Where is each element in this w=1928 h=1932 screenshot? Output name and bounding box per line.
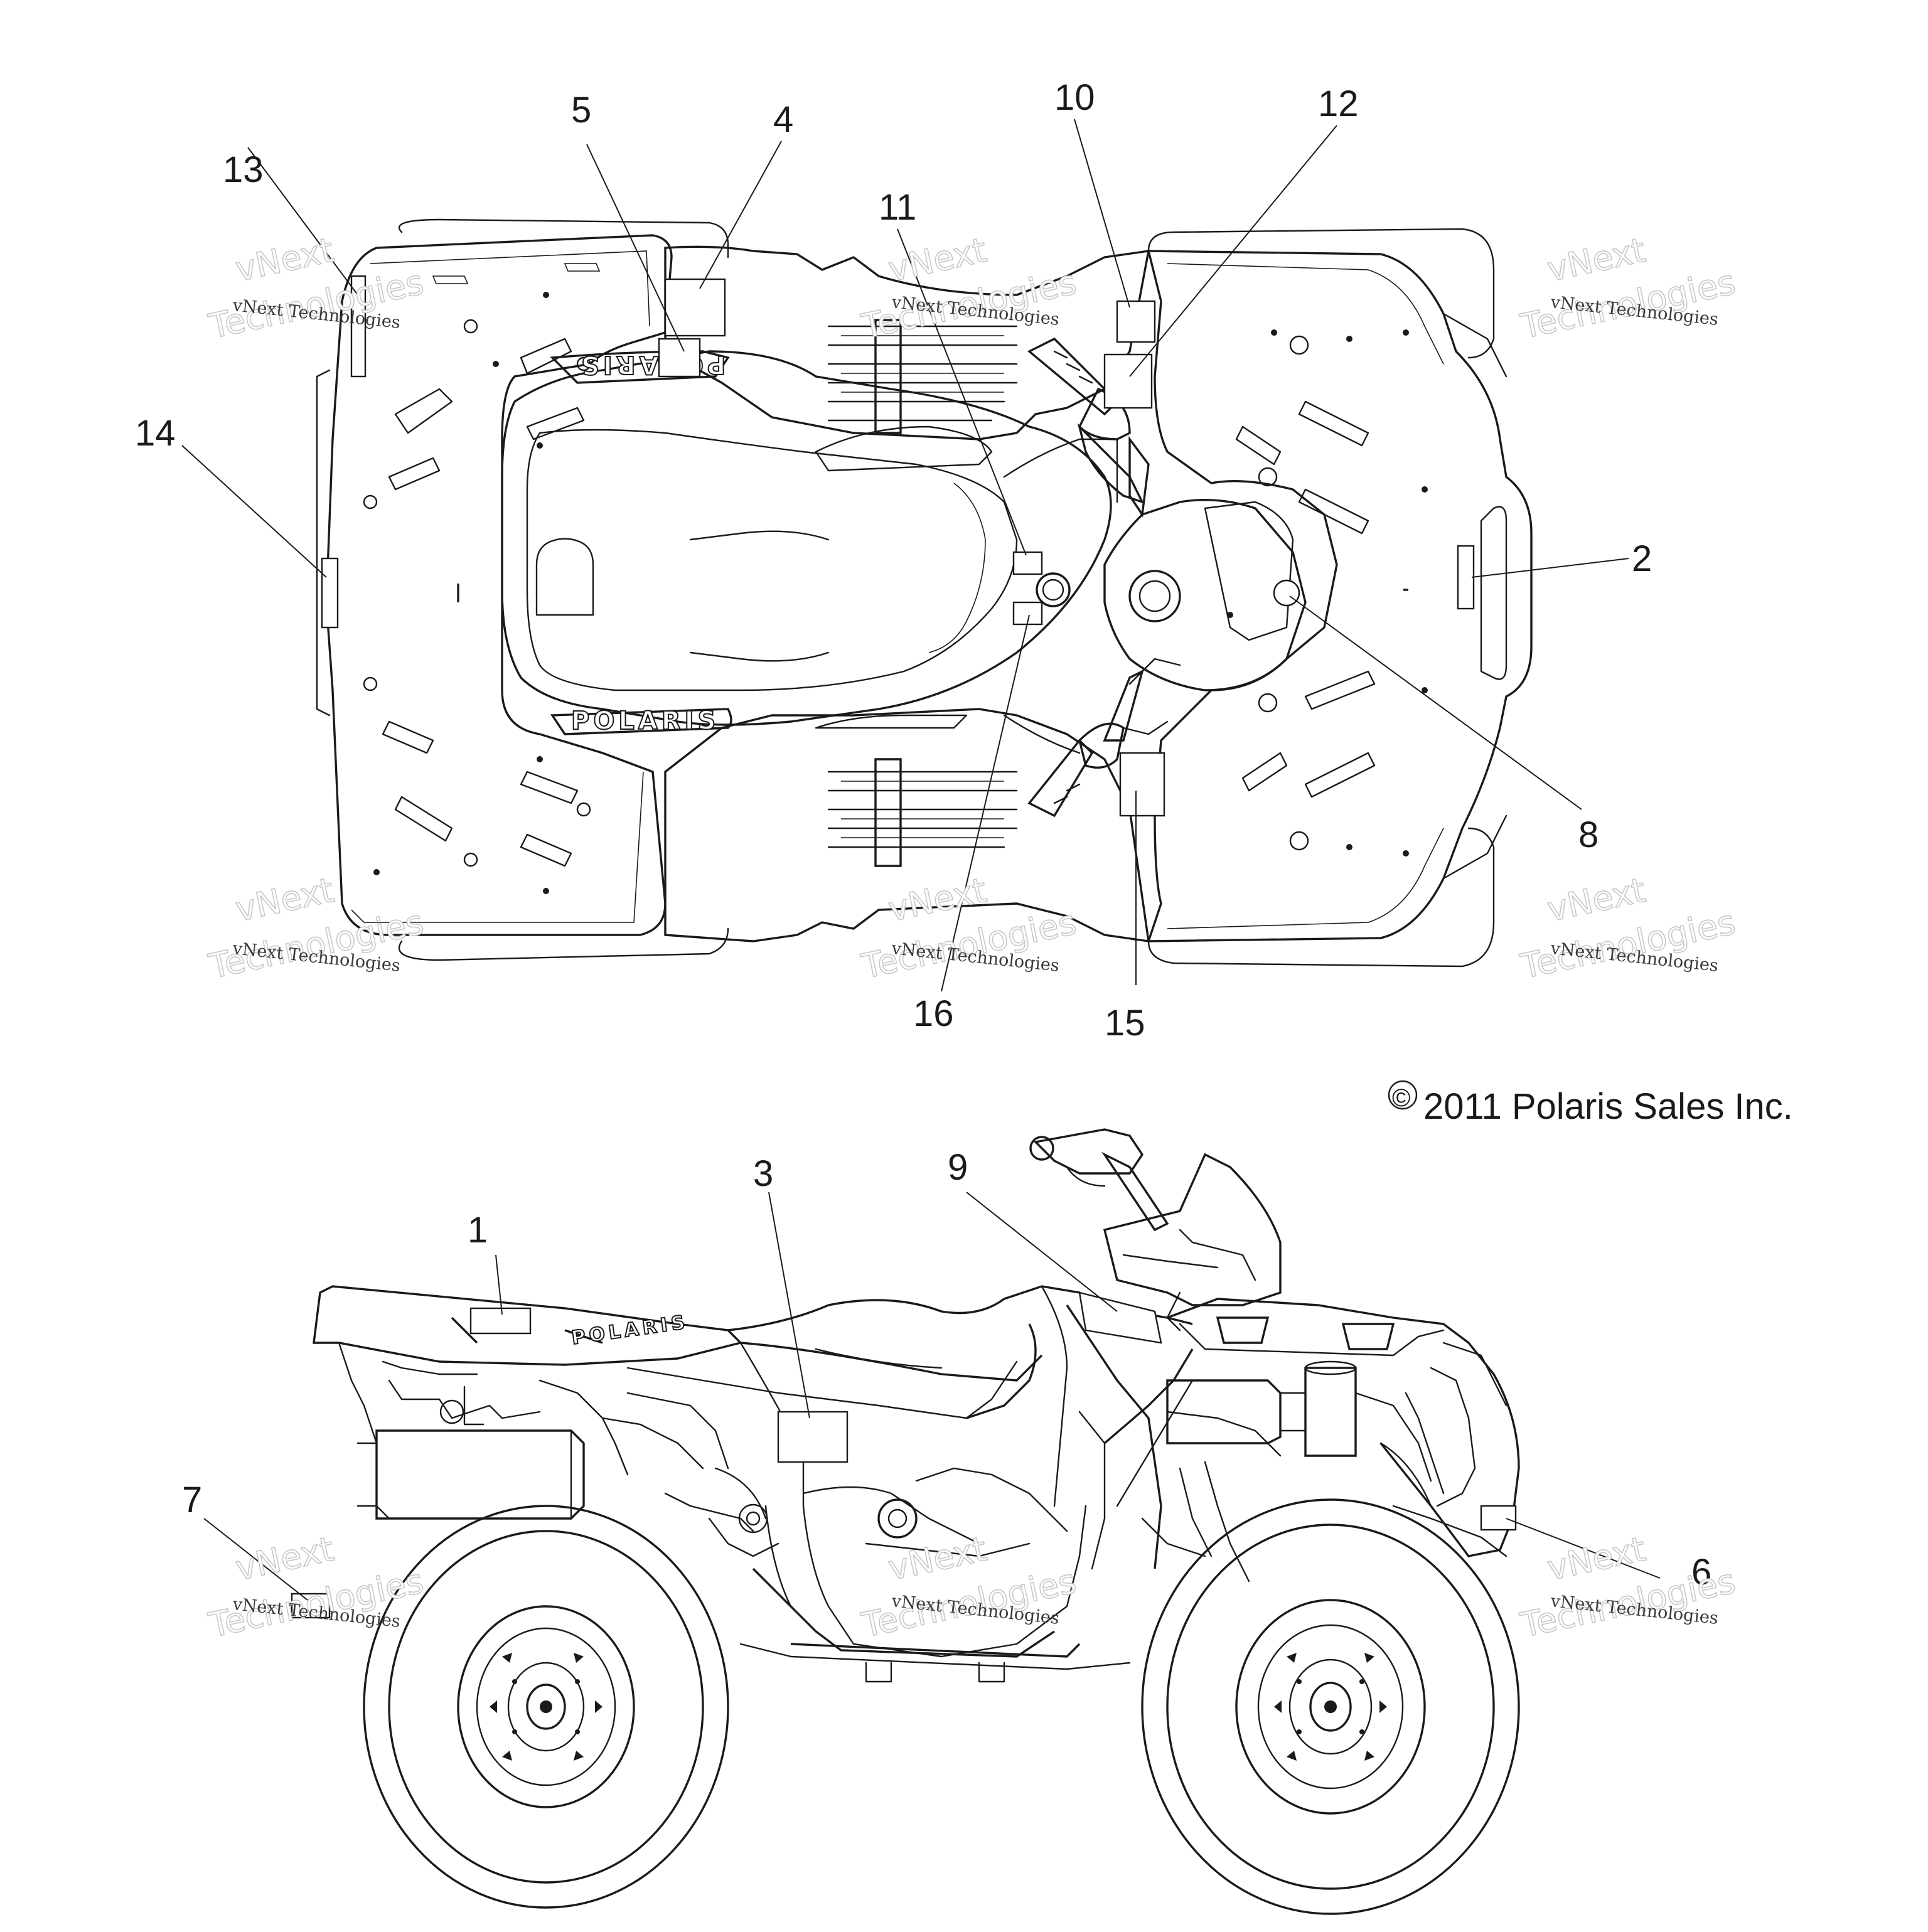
rear-fender-side bbox=[727, 1285, 1193, 1332]
svg-text:vNext: vNext bbox=[885, 870, 990, 929]
svg-text:vNext: vNext bbox=[232, 230, 337, 289]
svg-text:vNext: vNext bbox=[1544, 230, 1649, 289]
rear-wheel bbox=[363, 1505, 729, 1909]
callout-14: 14 bbox=[135, 413, 176, 454]
front-rack bbox=[1147, 250, 1533, 942]
callout-1: 1 bbox=[468, 1210, 488, 1251]
brand-text-top: POLARIS bbox=[577, 350, 726, 379]
brand-text-bottom: POLARIS bbox=[571, 707, 719, 735]
copyright-symbol: © bbox=[1392, 1084, 1410, 1112]
leader-lines bbox=[181, 119, 1661, 1601]
callout-4: 4 bbox=[773, 99, 793, 140]
callout-2: 2 bbox=[1632, 538, 1652, 579]
callout-9: 9 bbox=[948, 1147, 968, 1188]
atv-top-view: POLARIS POLARIS bbox=[316, 218, 1533, 968]
callout-3: 3 bbox=[753, 1153, 773, 1194]
callout-5: 5 bbox=[571, 90, 591, 131]
svg-text:vNext: vNext bbox=[885, 230, 990, 289]
handlebar-lower bbox=[1027, 739, 1094, 818]
decal-8 bbox=[1273, 579, 1300, 607]
footboard-upper bbox=[827, 319, 1018, 434]
callout-7: 7 bbox=[182, 1480, 202, 1520]
callout-6: 6 bbox=[1691, 1552, 1711, 1593]
seat bbox=[501, 350, 1112, 726]
body-outline bbox=[664, 245, 1150, 440]
svg-text:vNext: vNext bbox=[232, 1529, 337, 1588]
svg-text:vNext: vNext bbox=[1544, 1529, 1649, 1588]
decal-7 bbox=[291, 1593, 331, 1619]
callout-10: 10 bbox=[1054, 77, 1095, 118]
decal-12 bbox=[1103, 353, 1153, 409]
callout-labels: 1 2 3 4 5 6 7 8 9 10 11 12 13 14 15 16 bbox=[135, 77, 1711, 1593]
rear-rack bbox=[325, 234, 673, 936]
svg-text:vNext: vNext bbox=[232, 870, 337, 929]
callout-15: 15 bbox=[1105, 1003, 1145, 1043]
callout-13: 13 bbox=[223, 149, 264, 190]
callout-11: 11 bbox=[879, 187, 916, 228]
decal-1 bbox=[469, 1307, 532, 1335]
decal-2 bbox=[1457, 545, 1475, 610]
decal-10 bbox=[1116, 300, 1156, 343]
callout-16: 16 bbox=[913, 993, 954, 1034]
callout-12: 12 bbox=[1318, 83, 1359, 124]
copyright: © 2011 Polaris Sales Inc. bbox=[1388, 1080, 1793, 1127]
decal-15 bbox=[1119, 752, 1165, 817]
decal-9 bbox=[1078, 1291, 1162, 1344]
svg-text:vNext: vNext bbox=[1544, 870, 1649, 929]
decal-6 bbox=[1480, 1505, 1517, 1531]
rear-rack-side bbox=[313, 1285, 743, 1366]
decal-14 bbox=[321, 557, 339, 629]
footboard-lower bbox=[827, 758, 1018, 867]
watermarks: vNext Technologies vNext Technologies vN… bbox=[205, 230, 1739, 1646]
front-wheel bbox=[1141, 1498, 1520, 1915]
decal-4 bbox=[664, 278, 726, 337]
decal-11 bbox=[1012, 551, 1043, 575]
handlebar-side bbox=[1101, 1151, 1169, 1232]
callout-8: 8 bbox=[1578, 814, 1599, 855]
atv-side-view: POLARIS bbox=[291, 1128, 1520, 1915]
decal-3 bbox=[777, 1411, 849, 1463]
copyright-text: 2011 Polaris Sales Inc. bbox=[1423, 1086, 1793, 1127]
decal-5 bbox=[658, 338, 701, 378]
decal-13 bbox=[350, 275, 367, 378]
front-fender-side bbox=[1167, 1298, 1520, 1557]
